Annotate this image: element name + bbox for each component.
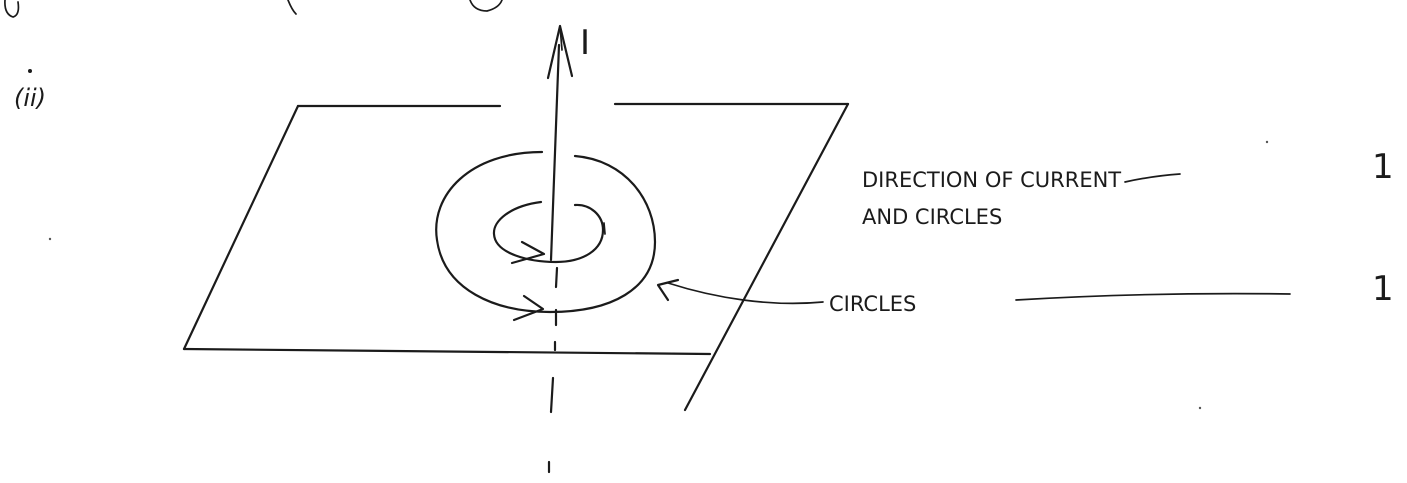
- wire-below-plane: [547, 266, 559, 474]
- part-marker-label: (ii): [14, 84, 46, 112]
- direction-mark: 1: [1372, 147, 1394, 187]
- direction-label-line2: AND CIRCLES: [862, 205, 1002, 229]
- circles-pointer-arrowhead-icon: [656, 278, 680, 302]
- inner-circle: [492, 200, 605, 264]
- inner-circle-end-tick: [603, 222, 606, 235]
- plane-bottom-edge: [182, 347, 712, 356]
- plane-right-edge: [683, 102, 850, 412]
- inner-circle-arrow-icon: [510, 240, 546, 265]
- outer-circle: [435, 150, 657, 314]
- stray-dots: [48, 140, 1269, 410]
- direction-label-line1: DIRECTION OF CURRENT: [862, 168, 1121, 192]
- circles-pointer-line: [667, 282, 824, 305]
- magnetic-field-circles: [435, 150, 657, 322]
- direction-annotation: DIRECTION OF CURRENT AND CIRCLES 1: [862, 147, 1394, 229]
- circles-mark: 1: [1372, 269, 1394, 309]
- wire-above-plane: [549, 43, 561, 262]
- cropped-top-handwriting: [4, 0, 503, 18]
- current-arrowhead-stem: [559, 25, 563, 51]
- part-marker: (ii): [14, 69, 46, 112]
- direction-leader-line: [1124, 173, 1181, 183]
- plane-left-edge: [182, 104, 300, 351]
- circles-label: CIRCLES: [829, 292, 916, 316]
- circles-leader-line: [1015, 292, 1291, 301]
- circles-annotation: CIRCLES 1: [656, 269, 1394, 316]
- current-label: I: [580, 23, 590, 63]
- current-wire: I: [546, 23, 590, 262]
- outer-circle-arrow-icon: [512, 294, 545, 322]
- plane: [182, 102, 850, 412]
